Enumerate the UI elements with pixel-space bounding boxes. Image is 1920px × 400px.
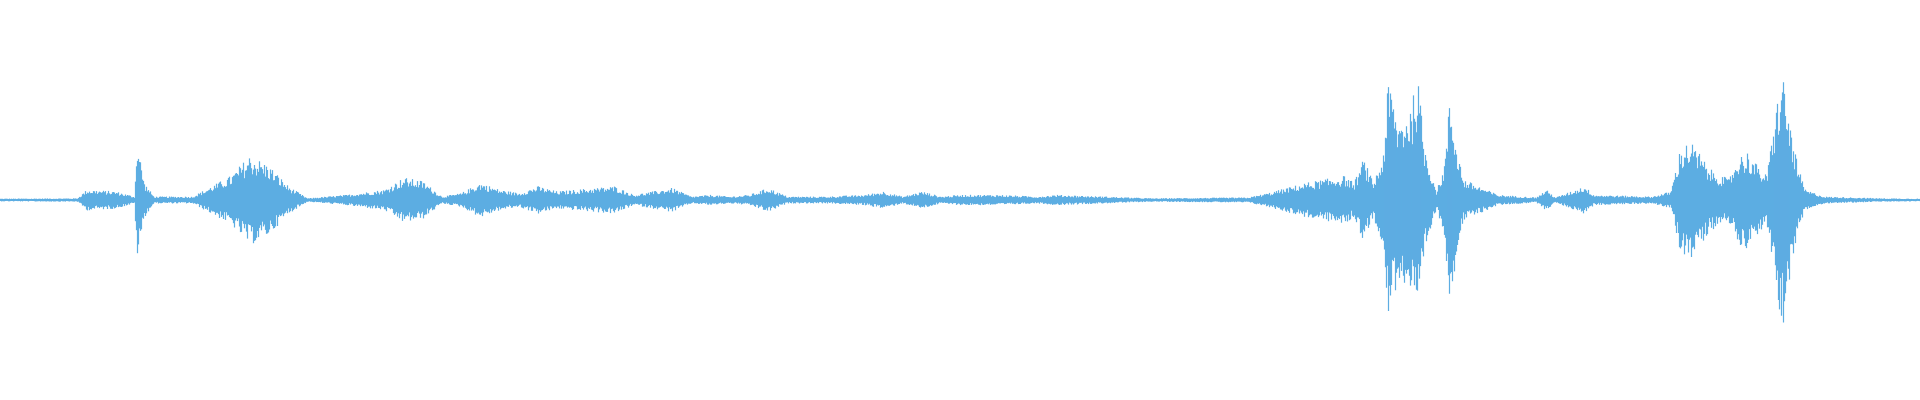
waveform-bars <box>0 82 1920 323</box>
